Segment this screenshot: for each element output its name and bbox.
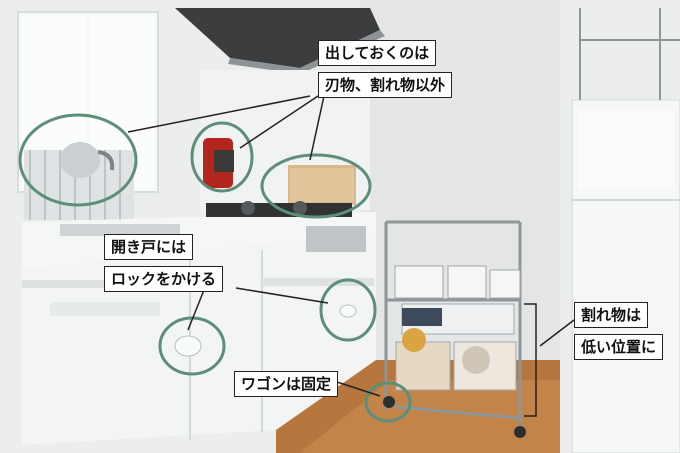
leader-to-coffee-machine	[239, 95, 319, 149]
leader-to-cabinet-lock	[187, 289, 205, 331]
leader-to-fragile-bracket	[539, 319, 575, 347]
label-hinged-door-line1: 開き戸には	[104, 234, 194, 260]
label-wagon-fixed: ワゴンは固定	[234, 371, 339, 397]
leader-to-wagon-wheel	[333, 380, 381, 397]
label-fragile-line2: 低い位置に	[574, 334, 664, 360]
label-fragile-line1: 割れ物は	[574, 302, 649, 328]
leader-to-dish-rack	[127, 95, 311, 133]
leader-to-door-lock	[235, 287, 329, 304]
highlight-door-lock	[319, 278, 377, 342]
label-display-items-line1: 出しておくのは	[318, 40, 437, 66]
highlight-dish-rack	[18, 113, 138, 207]
highlight-cutting-board	[260, 153, 372, 219]
label-hinged-door-line2: ロックをかける	[104, 266, 224, 292]
label-display-items-line2: 刃物、割れ物以外	[318, 72, 453, 98]
leader-to-cutting-board	[309, 95, 325, 161]
highlight-wagon-wheel	[364, 381, 412, 423]
highlight-coffee-machine	[190, 121, 254, 193]
fragile-bracket	[524, 303, 537, 417]
